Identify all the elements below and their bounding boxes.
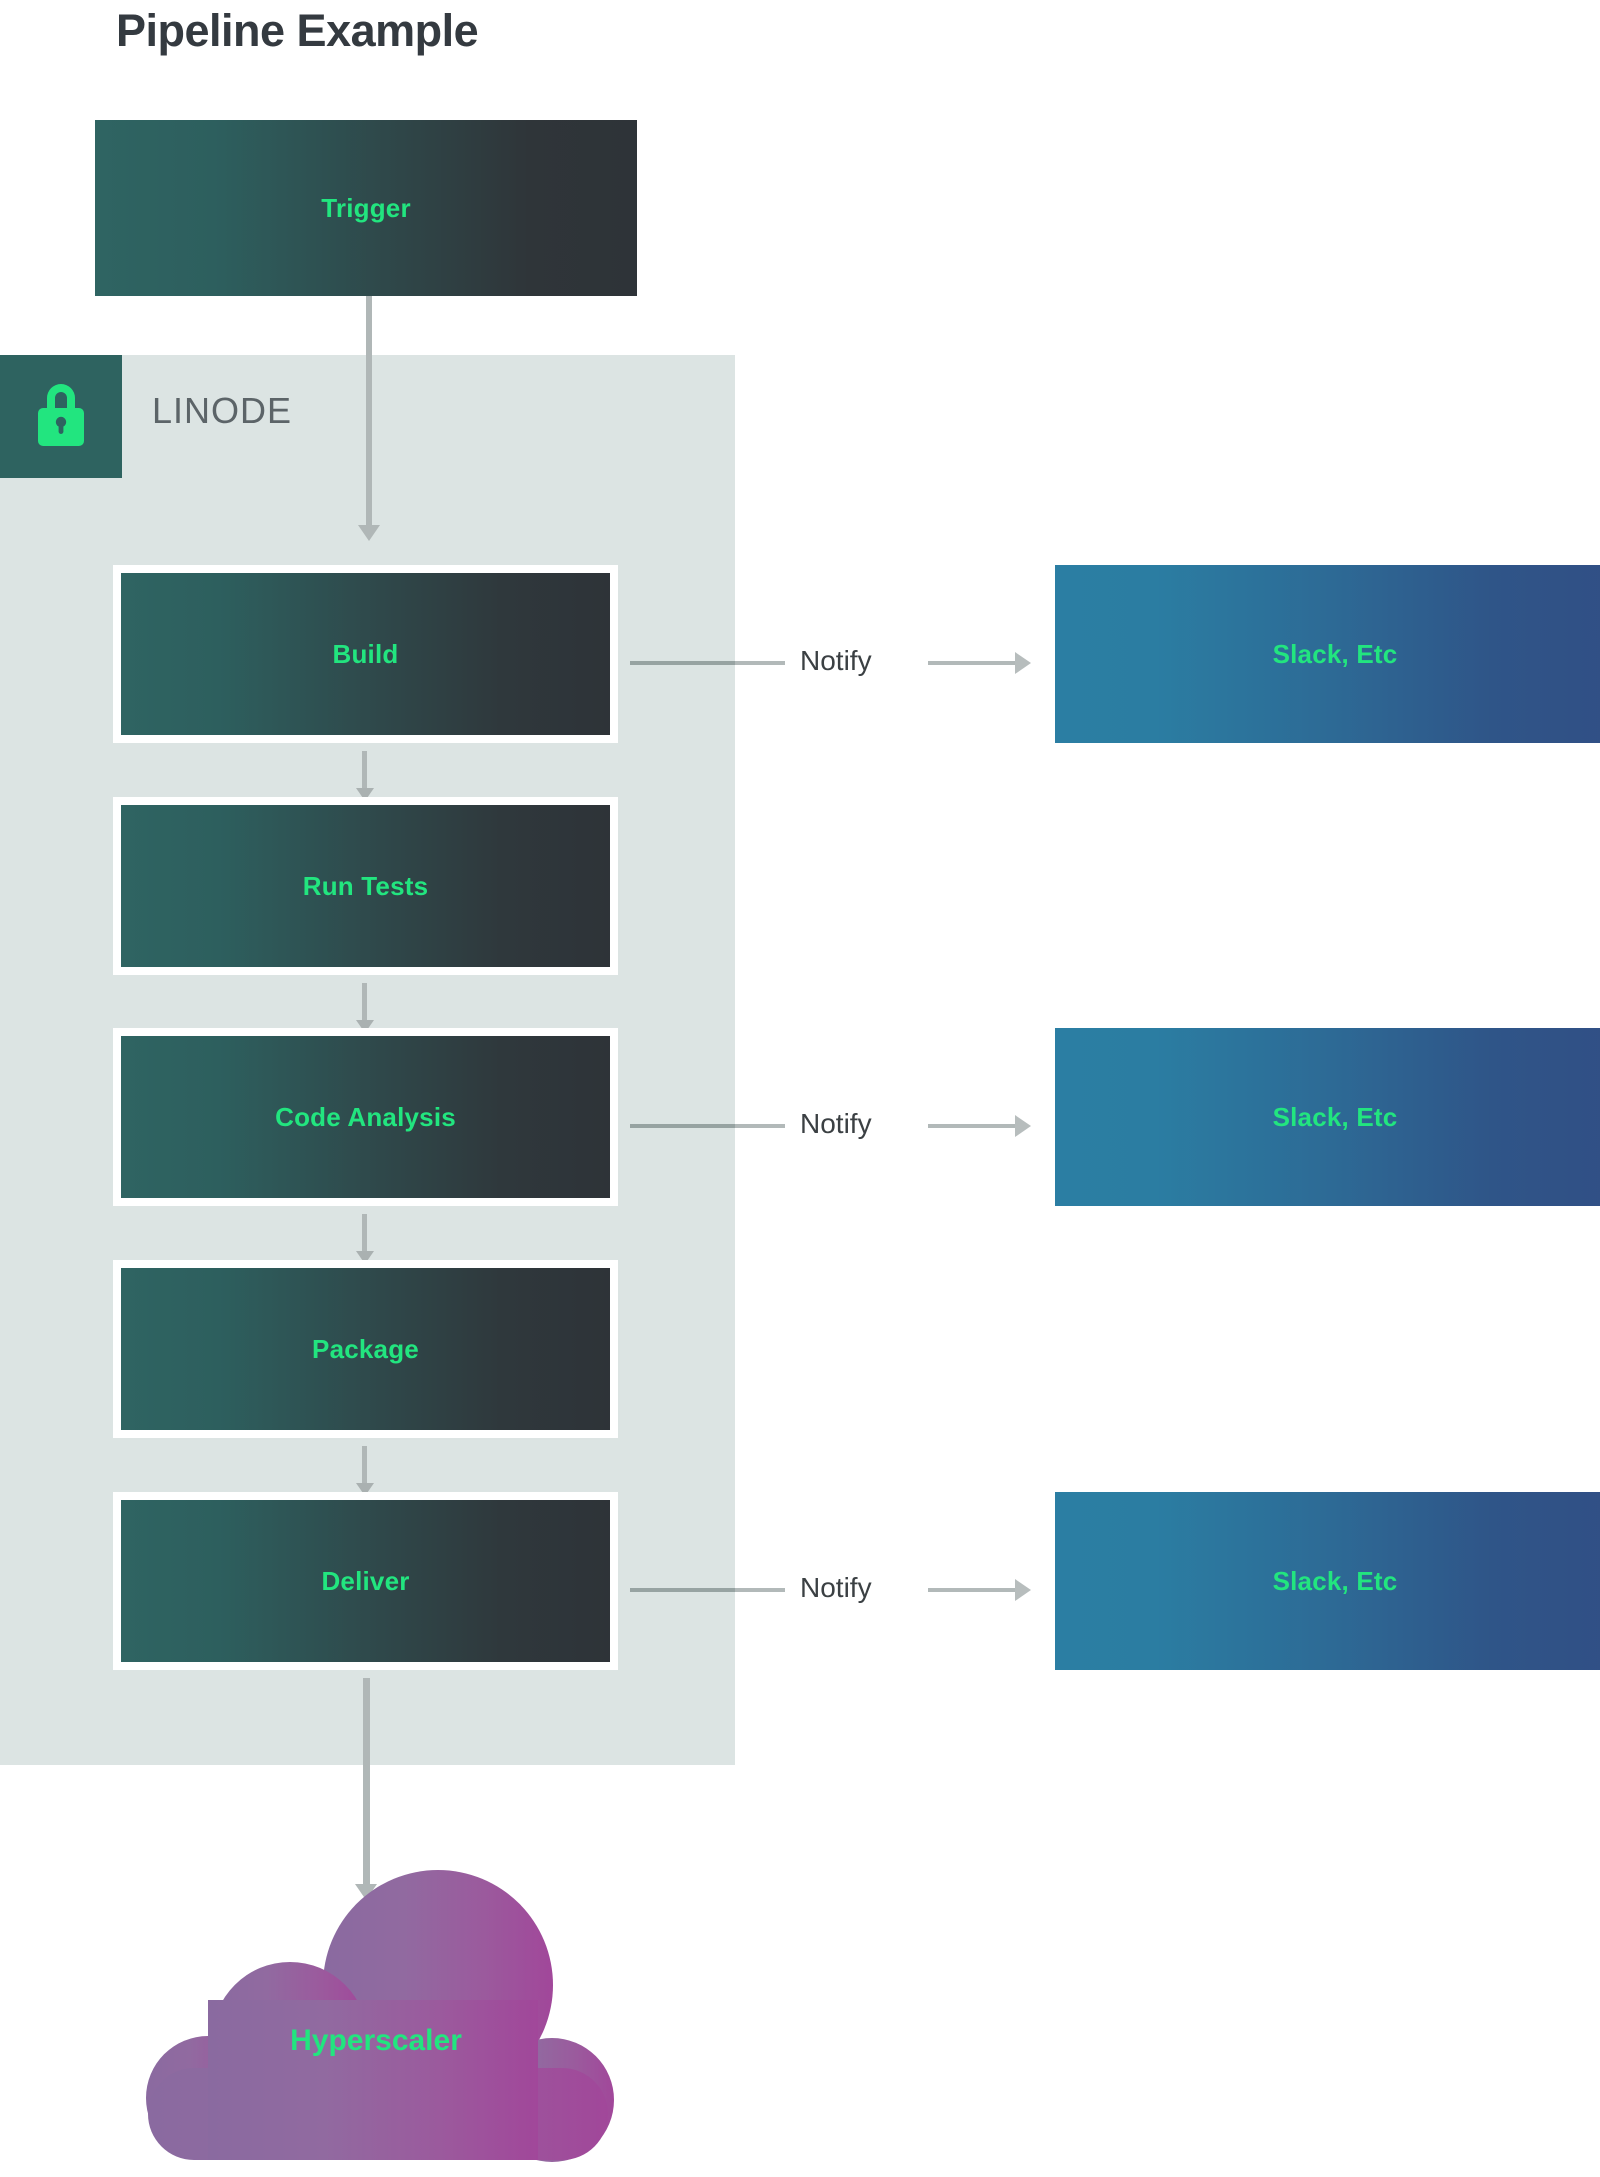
edge-runtests-to-codeanalysis-line: [362, 983, 367, 1023]
edge-build-notify-arrowhead: [1015, 652, 1031, 674]
edge-trigger-to-build-line: [366, 296, 372, 528]
edge-codeanalysis-notify-line-b: [735, 1124, 785, 1128]
node-deliver-label: Deliver: [321, 1565, 410, 1596]
cloud-icon: [146, 1870, 614, 2162]
lock-icon: [32, 379, 90, 454]
node-code-analysis-label: Code Analysis: [275, 1101, 456, 1132]
edge-deliver-notify-line-c: [928, 1588, 1018, 1592]
edge-package-to-deliver-line: [362, 1446, 367, 1486]
notify-label-build: Notify: [800, 645, 872, 676]
node-sink-deliver[interactable]: Slack, Etc: [1055, 1492, 1600, 1670]
linode-lock-badge: [0, 355, 122, 478]
edge-build-notify-line-b: [735, 661, 785, 665]
node-sink-build[interactable]: Slack, Etc: [1055, 565, 1600, 743]
edge-build-notify-line-a: [630, 661, 740, 665]
notify-label-code-analysis: Notify: [800, 1108, 872, 1139]
linode-zone-label: LINODE: [152, 390, 293, 431]
edge-codeanalysis-to-package-line: [362, 1214, 367, 1254]
node-sink-build-label: Slack, Etc: [1272, 638, 1398, 669]
edge-build-to-runtests-line: [362, 751, 367, 791]
edge-codeanalysis-notify-arrowhead: [1015, 1115, 1031, 1137]
edge-trigger-to-build-arrowhead: [358, 525, 380, 541]
edge-build-notify-line-c: [928, 661, 1018, 665]
node-deliver[interactable]: Deliver: [113, 1492, 618, 1670]
edge-deliver-notify-line-a: [630, 1588, 740, 1592]
node-run-tests[interactable]: Run Tests: [113, 797, 618, 975]
node-sink-deliver-label: Slack, Etc: [1272, 1565, 1398, 1596]
node-package[interactable]: Package: [113, 1260, 618, 1438]
edge-deliver-notify-arrowhead: [1015, 1579, 1031, 1601]
node-build-label: Build: [332, 638, 399, 669]
edge-deliver-notify-line-b: [735, 1588, 785, 1592]
edge-deliver-to-hyperscaler-line: [363, 1678, 370, 1888]
node-code-analysis[interactable]: Code Analysis: [113, 1028, 618, 1206]
edge-codeanalysis-notify-line-c: [928, 1124, 1018, 1128]
page-title: Pipeline Example: [116, 5, 479, 56]
node-hyperscaler[interactable]: Hyperscaler: [100, 1860, 660, 2177]
node-package-label: Package: [312, 1333, 419, 1364]
edge-codeanalysis-notify-line-a: [630, 1124, 740, 1128]
node-trigger-label: Trigger: [321, 192, 411, 223]
node-trigger[interactable]: Trigger: [95, 120, 637, 296]
node-build[interactable]: Build: [113, 565, 618, 743]
node-run-tests-label: Run Tests: [302, 870, 429, 901]
node-sink-code-analysis-label: Slack, Etc: [1272, 1101, 1398, 1132]
notify-label-deliver: Notify: [800, 1572, 872, 1603]
node-sink-code-analysis[interactable]: Slack, Etc: [1055, 1028, 1600, 1206]
